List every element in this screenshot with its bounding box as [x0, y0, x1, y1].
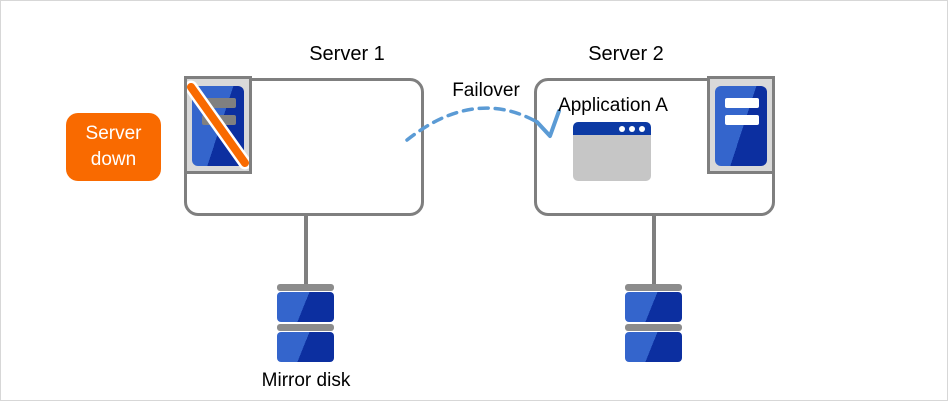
window-dot-icon — [639, 125, 645, 132]
server2-title: Server 2 — [588, 43, 664, 65]
application-window-body — [573, 135, 651, 181]
window-dot-icon — [619, 125, 625, 132]
disk-cap — [625, 284, 682, 291]
mirror-disk-icon — [625, 284, 682, 362]
failover-label: Failover — [452, 80, 520, 101]
server-down-slash-icon — [187, 80, 249, 170]
disk-platter — [625, 292, 682, 322]
disk-platter — [277, 292, 334, 322]
disk-platter — [277, 332, 334, 362]
mirror-disk-label: Mirror disk — [261, 370, 351, 391]
server2-disk-connector — [652, 213, 656, 285]
server-down-badge-line1: Server — [85, 123, 142, 144]
application-window-icon — [573, 122, 651, 181]
disk-cap — [625, 324, 682, 331]
application-label: Application A — [558, 95, 668, 116]
server2-tower-bar — [725, 98, 759, 108]
server1-icon-frame — [184, 76, 252, 174]
server1-title: Server 1 — [309, 43, 385, 65]
server-down-badge: Server down — [66, 113, 161, 181]
server-down-badge-line2: down — [90, 149, 137, 170]
disk-platter — [625, 332, 682, 362]
failover-arrow-icon — [405, 106, 561, 142]
server2-icon-frame — [707, 76, 775, 174]
mirror-disk-icon — [277, 284, 334, 362]
disk-cap — [277, 324, 334, 331]
application-window-titlebar — [573, 122, 651, 135]
window-dot-icon — [629, 125, 635, 132]
server1-tower-bar — [202, 98, 236, 108]
server2-tower-icon — [715, 86, 767, 166]
server1-disk-connector — [304, 213, 308, 285]
disk-cap — [277, 284, 334, 291]
server2-tower-bar — [725, 115, 759, 125]
